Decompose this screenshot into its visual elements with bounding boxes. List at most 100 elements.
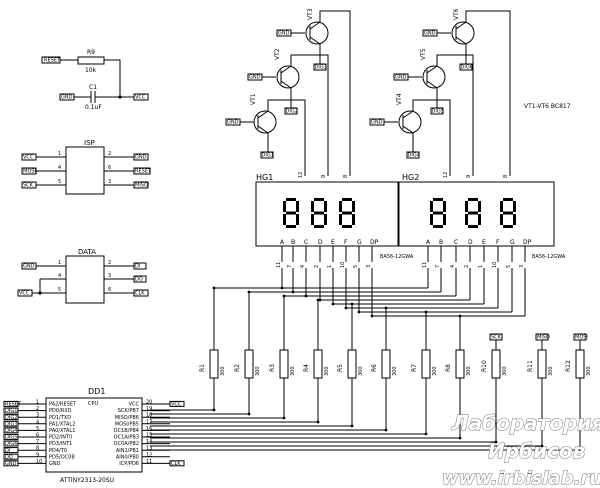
svg-text:9: 9 bbox=[466, 175, 472, 178]
svg-text:DI: DI bbox=[135, 264, 140, 270]
svg-text:300: 300 bbox=[466, 366, 472, 376]
svg-text:GND: GND bbox=[278, 31, 290, 37]
svg-text:ICP/PD6: ICP/PD6 bbox=[119, 461, 139, 467]
svg-text:VCC: VCC bbox=[23, 155, 34, 161]
segment-label: E bbox=[482, 239, 486, 246]
svg-text:R4: R4 bbox=[303, 364, 310, 372]
svg-text:300: 300 bbox=[586, 366, 592, 376]
svg-text:4: 4 bbox=[58, 273, 61, 279]
svg-text:R1: R1 bbox=[199, 364, 206, 372]
isp-pin: 6 RESET bbox=[104, 165, 152, 175]
svg-text:300: 300 bbox=[324, 366, 330, 376]
transistor-vt6: GND DIG6 VT6 8 bbox=[422, 8, 511, 178]
svg-text:DIG3: DIG3 bbox=[5, 421, 17, 427]
svg-text:VT2: VT2 bbox=[274, 48, 281, 60]
svg-text:3: 3 bbox=[108, 273, 111, 279]
svg-text:18: 18 bbox=[146, 413, 152, 419]
svg-text:4: 4 bbox=[36, 419, 39, 425]
svg-text:GND: GND bbox=[227, 120, 239, 126]
isp-pin: MOSI 4 bbox=[21, 165, 66, 175]
svg-text:GND: GND bbox=[23, 264, 35, 270]
svg-text:MISO: MISO bbox=[537, 335, 550, 341]
svg-text:GND: GND bbox=[371, 120, 383, 126]
segment-pin: 7 bbox=[435, 265, 441, 268]
segment-label: A bbox=[426, 239, 431, 246]
segment-pin: 4 bbox=[300, 265, 306, 268]
svg-text:19: 19 bbox=[146, 406, 152, 412]
svg-text:DIG3: DIG3 bbox=[315, 65, 327, 71]
svg-text:BA56-12GWA: BA56-12GWA bbox=[532, 254, 566, 260]
svg-text:12: 12 bbox=[146, 452, 152, 458]
segment-label: D bbox=[468, 239, 473, 246]
svg-text:CLK: CLK bbox=[135, 291, 145, 297]
svg-text:20: 20 bbox=[146, 400, 152, 406]
svg-text:AIN1/PB1: AIN1/PB1 bbox=[116, 448, 139, 454]
svg-text:RESET: RESET bbox=[5, 402, 22, 408]
isp-pin: 2 GND bbox=[104, 151, 149, 161]
svg-text:R6: R6 bbox=[371, 364, 378, 372]
mcu-pin: DIG3 4 PA1/XTAL2 bbox=[3, 419, 75, 427]
watermark-line2: Ирбисов bbox=[488, 439, 585, 463]
segment-bus bbox=[212, 268, 526, 318]
segment-pin: 7 bbox=[287, 265, 293, 268]
svg-text:PD0/RXD: PD0/RXD bbox=[49, 408, 72, 414]
segment-pin: 4 bbox=[450, 265, 456, 268]
svg-text:R10: R10 bbox=[481, 360, 488, 372]
svg-text:R8: R8 bbox=[445, 364, 452, 372]
isp-pin: 3 MISO bbox=[104, 179, 149, 189]
svg-text:PA2/RESET: PA2/RESET bbox=[49, 402, 77, 408]
svg-text:DIG5: DIG5 bbox=[5, 435, 17, 441]
svg-text:VCC: VCC bbox=[171, 402, 182, 408]
data-pin: 5 bbox=[40, 287, 66, 294]
svg-text:300: 300 bbox=[432, 366, 438, 376]
resistor-r6: R6 300 bbox=[150, 308, 398, 432]
isp-title: ISP bbox=[84, 139, 95, 147]
segment-pin: 11 bbox=[276, 262, 282, 268]
data-pin: 2 DI bbox=[104, 260, 147, 270]
svg-text:DIG2: DIG2 bbox=[5, 415, 17, 421]
transistor-vt1: GND DIG1 VT1 12 bbox=[225, 93, 306, 178]
svg-text:OC1A/PB3: OC1A/PB3 bbox=[114, 435, 139, 441]
svg-text:DIG2: DIG2 bbox=[286, 109, 298, 115]
watermark: Лаборатория Ирбисов www.irbislab.ru bbox=[442, 411, 600, 488]
svg-text:PD4/T0: PD4/T0 bbox=[49, 448, 67, 454]
svg-text:PD5/OC0B: PD5/OC0B bbox=[49, 454, 75, 460]
svg-text:300: 300 bbox=[358, 366, 364, 376]
svg-text:DIG4: DIG4 bbox=[5, 428, 17, 434]
svg-text:300: 300 bbox=[548, 366, 554, 376]
svg-text:12: 12 bbox=[298, 172, 304, 178]
segment-pin: 1 bbox=[478, 265, 484, 268]
svg-text:PD3/INT1: PD3/INT1 bbox=[49, 441, 72, 447]
svg-text:PD2/INT0: PD2/INT0 bbox=[49, 435, 72, 441]
data-title: DATA bbox=[78, 248, 96, 256]
svg-text:PA1/XTAL2: PA1/XTAL2 bbox=[49, 421, 75, 427]
svg-text:MOSI: MOSI bbox=[575, 335, 588, 341]
svg-text:5: 5 bbox=[36, 426, 39, 432]
svg-text:R12: R12 bbox=[565, 360, 572, 372]
svg-text:DIG1: DIG1 bbox=[5, 408, 17, 414]
svg-text:3: 3 bbox=[108, 179, 111, 185]
watermark-line3: www.irbislab.ru bbox=[442, 468, 600, 488]
data-pin: GND 1 bbox=[21, 260, 66, 270]
digit bbox=[283, 198, 299, 228]
segment-label: F bbox=[496, 239, 500, 246]
svg-text:14: 14 bbox=[146, 439, 152, 445]
svg-text:4: 4 bbox=[58, 165, 61, 171]
mcu-label: CPU bbox=[88, 401, 99, 407]
svg-text:6: 6 bbox=[108, 165, 111, 171]
svg-text:1: 1 bbox=[58, 151, 61, 157]
resistor-r12: MOSI R12 300 bbox=[150, 333, 592, 452]
segment-label: A bbox=[280, 239, 285, 246]
svg-text:9: 9 bbox=[321, 175, 327, 178]
isp-connector: ISP VCC 1 MOSI 4 SCK 5 2 GND 6 bbox=[21, 139, 152, 195]
svg-text:5: 5 bbox=[58, 287, 61, 293]
svg-text:10: 10 bbox=[36, 459, 42, 465]
